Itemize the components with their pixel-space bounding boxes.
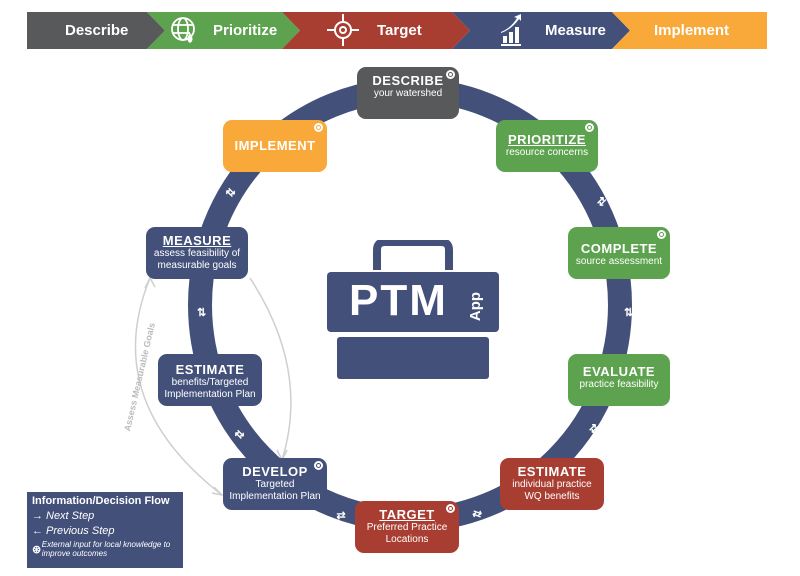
step-title: DEVELOP — [242, 464, 308, 479]
legend-item-previous: ← Previous Step — [32, 525, 178, 537]
banner-step-measure: Measure — [545, 22, 606, 39]
step-subtitle-line: Implementation Plan — [229, 491, 321, 502]
step-title: ESTIMATE — [517, 464, 587, 479]
step-title: ESTIMATE — [175, 362, 245, 377]
bidirectional-arrow-icon: ⇅ — [624, 307, 634, 319]
side-loop-arrowhead-bottom — [211, 486, 225, 497]
step-subtitle-line: measurable goals — [157, 260, 237, 271]
bidirectional-arrow-icon: ⇅ — [334, 510, 347, 521]
side-loop-arrowhead-left — [144, 276, 156, 289]
gear-icon — [446, 70, 455, 79]
side-loop-right — [249, 277, 292, 461]
arrow-right-icon: → — [32, 510, 43, 522]
crosshair-icon — [327, 14, 359, 46]
banner-chevrons — [27, 12, 767, 49]
legend-label: Previous Step — [46, 525, 115, 537]
ptm-logo-app-text: App — [467, 291, 485, 322]
step-subtitle-line: WQ benefits — [524, 491, 580, 502]
banner-step-measure-bg — [452, 12, 630, 49]
step-title: EVALUATE — [582, 364, 656, 379]
gear-icon — [314, 461, 323, 470]
step-subtitle-line: Locations — [385, 534, 429, 545]
step-subtitle: practice feasibility — [579, 379, 659, 390]
bidirectional-arrow-icon: ⇅ — [197, 307, 207, 319]
step-subtitle: resource concerns — [505, 147, 589, 158]
banner-step-target-bg — [282, 12, 470, 49]
legend-label: External input for local knowledge to im… — [41, 540, 171, 558]
step-subtitle: your watershed — [373, 88, 443, 99]
step-develop: DEVELOP Targeted Implementation Plan — [223, 458, 327, 510]
step-subtitle-line: Implementation Plan — [164, 389, 256, 400]
step-title: COMPLETE — [580, 241, 658, 256]
step-title: IMPLEMENT — [234, 138, 316, 153]
banner-step-implement: Implement — [654, 22, 730, 39]
process-banner: Describe Prioritize Target Measure Imple… — [27, 12, 767, 49]
step-subtitle-line: Preferred Practice — [366, 522, 448, 533]
legend-label: Next Step — [46, 510, 95, 522]
step-subtitle-line: assess feasibility of — [153, 248, 241, 259]
step-evaluate: EVALUATE practice feasibility — [568, 354, 670, 406]
step-subtitle-line: benefits/Targeted — [171, 377, 249, 388]
step-measure: MEASURE assess feasibility of measurable… — [146, 227, 248, 279]
step-subtitle-line: Targeted — [255, 479, 295, 490]
gear-icon: ⊛ — [32, 543, 42, 556]
step-subtitle-line: individual practice — [512, 479, 592, 490]
ptm-logo-text: PTM — [349, 276, 448, 325]
globe-water-drop-icon — [171, 17, 195, 41]
legend-title: Information/Decision Flow — [32, 495, 170, 507]
banner-step-implement-bg — [612, 12, 767, 49]
step-estimate-benefits: ESTIMATE benefits/Targeted Implementatio… — [158, 354, 262, 406]
banner-step-target: Target — [377, 22, 422, 39]
step-complete: COMPLETE source assessment — [568, 227, 670, 279]
ptm-app-logo: PTM App — [327, 238, 499, 380]
step-implement: IMPLEMENT — [223, 120, 327, 172]
step-title: PRIORITIZE — [508, 132, 586, 147]
step-subtitle: source assessment — [575, 256, 663, 267]
step-target: TARGET Preferred Practice Locations — [355, 501, 459, 553]
step-title: DESCRIBE — [372, 73, 444, 88]
water-drop-icon — [187, 33, 193, 43]
toolbox-icon — [327, 238, 499, 379]
bar-chart-growth-icon — [501, 14, 521, 46]
gear-icon — [585, 123, 594, 132]
arrow-left-icon: ← — [32, 525, 43, 537]
legend-item-next: → Next Step — [32, 510, 178, 522]
step-prioritize: PRIORITIZE resource concerns — [496, 120, 598, 172]
banner-step-describe: Describe — [65, 22, 129, 39]
side-loop-left — [134, 277, 223, 496]
step-title: TARGET — [379, 507, 435, 522]
legend-item-external: ⊛ External input for local knowledge to … — [32, 540, 178, 558]
banner-step-describe-bg — [27, 12, 165, 49]
gear-icon — [657, 230, 666, 239]
step-estimate-practice: ESTIMATE individual practice WQ benefits — [500, 458, 604, 510]
legend: Information/Decision Flow → Next Step ← … — [27, 492, 183, 568]
gear-icon — [314, 123, 323, 132]
banner-step-prioritize: Prioritize — [213, 22, 278, 39]
step-describe: DESCRIBE your watershed — [357, 67, 459, 119]
gear-icon — [446, 504, 455, 513]
step-title: MEASURE — [162, 233, 232, 248]
